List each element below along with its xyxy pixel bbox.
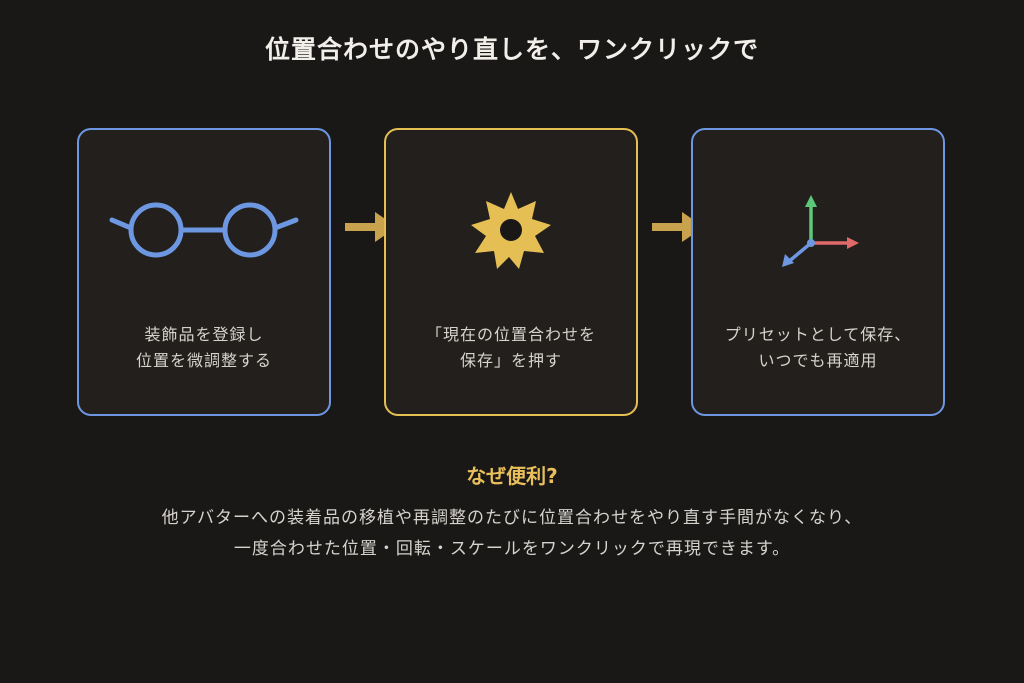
why-description-line: 一度合わせた位置・回転・スケールをワンクリックで再現できます。 xyxy=(233,539,791,559)
step-text-line: 装飾品を登録し xyxy=(144,325,264,344)
why-description: 他アバターへの装着品の移植や再調整のたびに位置合わせをやり直す手間がなくなり、 … xyxy=(0,503,1024,565)
step-text-line: 保存」を押す xyxy=(459,351,562,370)
why-heading: なぜ便利? xyxy=(466,464,558,488)
gear-icon xyxy=(386,170,636,290)
step-card-preset: プリセットとして保存、 いつでも再適用 xyxy=(691,128,945,416)
step-text: プリセットとして保存、 いつでも再適用 xyxy=(693,322,943,374)
step-card-save: 「現在の位置合わせを 保存」を押す xyxy=(384,128,638,416)
step-text: 「現在の位置合わせを 保存」を押す xyxy=(386,322,636,374)
why-description-line: 他アバターへの装着品の移植や再調整のたびに位置合わせをやり直す手間がなくなり、 xyxy=(161,508,863,528)
step-card-register: 装飾品を登録し 位置を微調整する xyxy=(77,128,331,416)
glasses-icon xyxy=(79,170,329,290)
step-text-line: 位置を微調整する xyxy=(135,351,272,370)
axes-icon xyxy=(693,170,943,290)
step-text-line: プリセットとして保存、 xyxy=(724,325,912,344)
step-text-line: いつでも再適用 xyxy=(758,351,878,370)
page-title: 位置合わせのやり直しを、ワンクリックで xyxy=(264,35,759,64)
step-text-line: 「現在の位置合わせを xyxy=(425,325,596,344)
step-text: 装飾品を登録し 位置を微調整する xyxy=(79,322,329,374)
